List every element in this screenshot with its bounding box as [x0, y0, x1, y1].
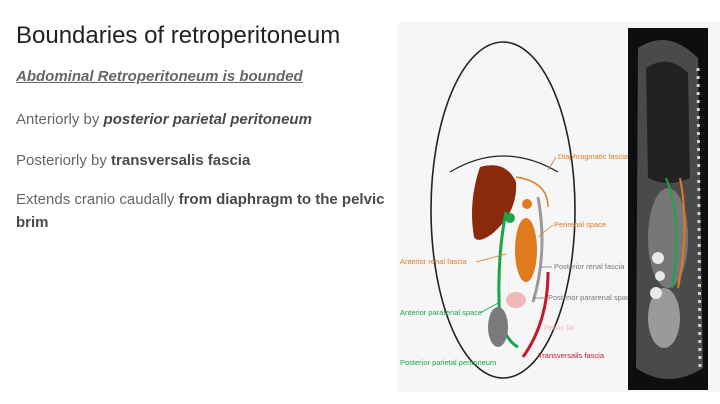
label-diaphragmatic: Diaphragmatic fascia — [558, 152, 629, 161]
leader-perirenal — [537, 224, 554, 238]
label-anterior-renal: Anterior renal fascia — [400, 257, 468, 266]
label-posterior-parietal: Posterior parietal peritoneum — [400, 358, 496, 367]
bullet-posterior-text: Posteriorly by — [16, 152, 112, 169]
slide-subtitle: Abdominal Retroperitoneum is bounded — [16, 68, 303, 85]
retroperitoneum-diagram: Diaphragmatic fascia Perirenal space Ant… — [400, 41, 634, 379]
bullet-posterior-emphasis: transversalis fascia — [111, 152, 251, 169]
diaphragmatic-fascia-line — [515, 176, 549, 208]
kidney-shape — [515, 218, 537, 282]
abdomen-outline — [430, 41, 576, 379]
pelvic-fat-shape — [506, 292, 526, 308]
bullet-extent: Extends cranio caudally from diaphragm t… — [16, 188, 386, 234]
bullet-extent-emphasis: from diaphragm to the pelvic brim — [16, 191, 385, 231]
bullet-anterior: Anteriorly by posterior parietal periton… — [16, 108, 312, 131]
bullet-posterior: Posteriorly by transversalis fascia — [16, 149, 250, 172]
ct-scan-drawing — [628, 28, 708, 390]
label-posterior-pararenal: Posterior pararenal space — [548, 293, 634, 302]
label-anterior-pararenal: Anterior pararenal space — [400, 308, 482, 317]
leader-diaphragmatic — [547, 156, 557, 171]
leader-anterior-pararenal — [479, 301, 501, 314]
label-pelvic: Pelvic fat — [544, 323, 575, 332]
green-node-shape — [505, 213, 515, 223]
bowel-shape — [488, 307, 508, 347]
posterior-renal-fascia-line — [531, 196, 544, 303]
label-perirenal: Perirenal space — [554, 220, 606, 229]
bullet-extent-text: Extends cranio caudally — [16, 191, 179, 208]
adrenal-shape — [522, 199, 532, 209]
label-posterior-renal: Posterior renal fascia — [554, 262, 625, 271]
bullet-anterior-text: Anteriorly by — [16, 111, 104, 128]
ct-scan-image — [628, 28, 708, 390]
label-transversalis: Transversalis fascia — [538, 351, 605, 360]
liver-shape — [472, 165, 517, 240]
leader-anterior-renal — [475, 253, 507, 263]
slide-title: Boundaries of retroperitoneum — [16, 22, 341, 49]
transversalis-line — [521, 271, 550, 358]
bullet-anterior-emphasis: posterior parietal peritoneum — [103, 111, 312, 128]
diaphragm-arc — [449, 155, 559, 173]
